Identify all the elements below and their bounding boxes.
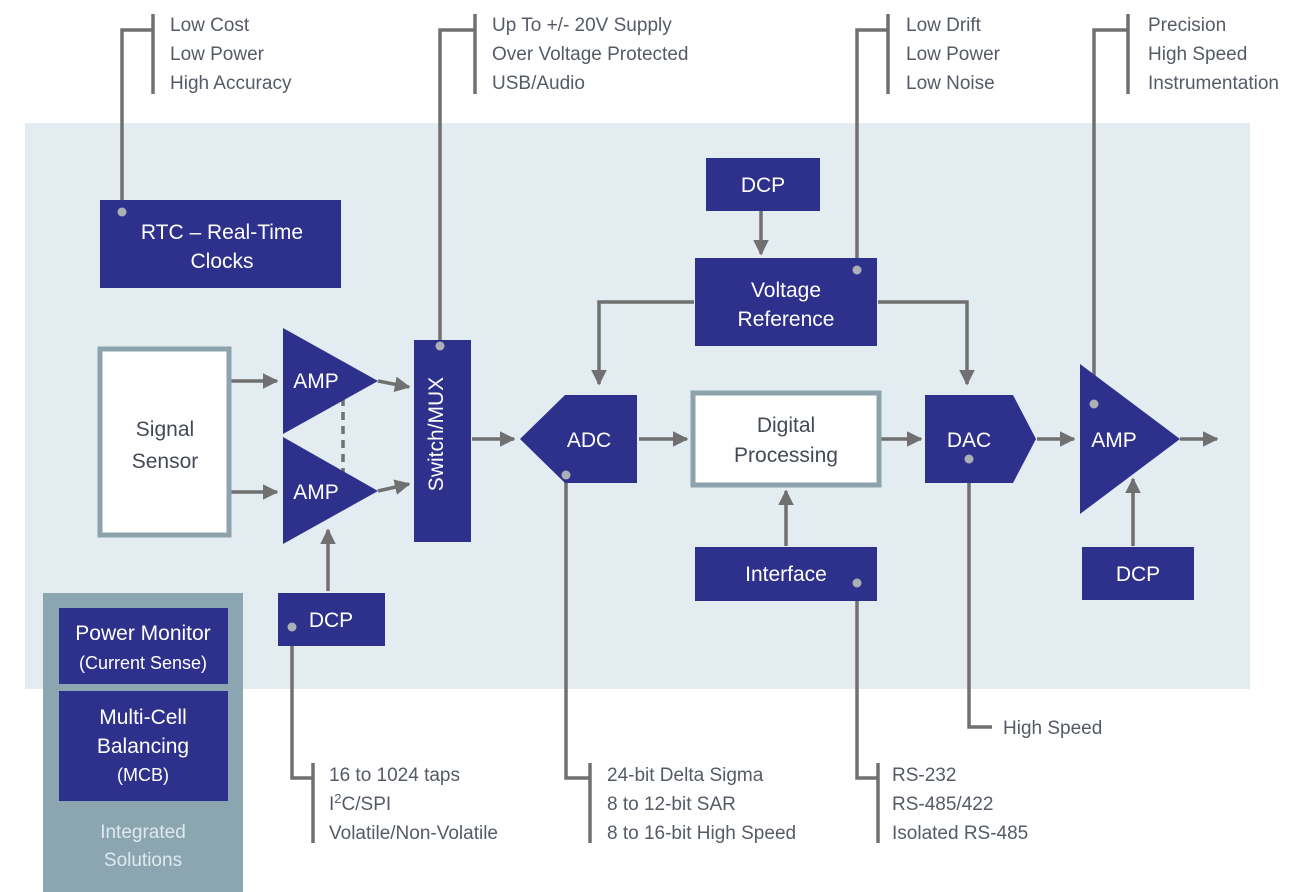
mcb-line2: Balancing (97, 735, 189, 758)
vref-callout-line3: Low Noise (906, 73, 995, 94)
amp-output-block: AMP (1080, 364, 1180, 514)
interface-callout-line3: Isolated RS-485 (892, 823, 1028, 844)
signal-sensor-block: Signal Sensor (97, 346, 232, 538)
digital-processing-block: Digital Processing (690, 390, 882, 488)
dac-callout: High Speed (1003, 718, 1102, 739)
dcp-callout-line2: I2C/SPI (329, 791, 391, 815)
adc-block: ADC (520, 395, 637, 483)
interface-callout: RS-232 RS-485/422 Isolated RS-485 (892, 765, 1028, 844)
dcp-callout-line1: 16 to 1024 taps (329, 765, 460, 786)
dcp-output-label: DCP (1116, 563, 1160, 586)
dac-label: DAC (947, 429, 991, 452)
amp-top-label: AMP (293, 370, 339, 393)
voltage-reference-block: Voltage Reference (695, 258, 877, 346)
switch-mux-label: Switch/MUX (425, 377, 448, 491)
dcp-callout-line3: Volatile/Non-Volatile (329, 823, 498, 844)
dcp-output-block: DCP (1082, 547, 1194, 600)
amp-bottom-block: AMP (283, 437, 378, 544)
amp-bottom-label: AMP (293, 481, 339, 504)
integrated-solutions-title-line2: Solutions (104, 850, 182, 871)
rtc-callout: Low Cost Low Power High Accuracy (170, 15, 292, 94)
digital-processing-line2: Processing (734, 444, 838, 467)
dac-block: DAC (925, 395, 1036, 483)
power-monitor-line2: (Current Sense) (79, 653, 207, 673)
amp-output-label: AMP (1091, 429, 1137, 452)
dcp-amp-block: DCP (278, 593, 385, 646)
adc-callout: 24-bit Delta Sigma 8 to 12-bit SAR 8 to … (607, 765, 796, 844)
power-monitor-line1: Power Monitor (75, 622, 210, 645)
integrated-solutions-title-line1: Integrated (100, 822, 186, 843)
adc-callout-line1: 24-bit Delta Sigma (607, 765, 764, 786)
callout-lines (120, 14, 1130, 843)
signal-sensor-line2: Sensor (132, 450, 199, 473)
interface-callout-line1: RS-232 (892, 765, 956, 786)
amp-output-callout-line3: Instrumentation (1148, 73, 1279, 94)
mcb-block: Multi-Cell Balancing (MCB) (59, 691, 228, 801)
signal-arrows (231, 211, 1219, 591)
amp-output-callout: Precision High Speed Instrumentation (1148, 15, 1279, 94)
rtc-label-line2: Clocks (190, 250, 253, 273)
dcp-top-block: DCP (706, 158, 820, 211)
interface-label: Interface (745, 563, 827, 586)
interface-block: Interface (695, 547, 877, 601)
switch-callout: Up To +/- 20V Supply Over Voltage Protec… (492, 15, 688, 94)
switch-mux-block: Switch/MUX (414, 340, 471, 542)
vref-label-line2: Reference (738, 308, 835, 331)
adc-callout-line2: 8 to 12-bit SAR (607, 794, 736, 815)
rtc-callout-line2: Low Power (170, 44, 265, 65)
connector-dots (117, 207, 1099, 632)
mcb-line1: Multi-Cell (99, 706, 187, 729)
switch-callout-line2: Over Voltage Protected (492, 44, 688, 65)
rtc-callout-line3: High Accuracy (170, 73, 292, 94)
rtc-callout-line1: Low Cost (170, 15, 250, 36)
dcp-amp-label: DCP (309, 609, 353, 632)
vref-callout: Low Drift Low Power Low Noise (906, 15, 1001, 94)
switch-callout-line1: Up To +/- 20V Supply (492, 15, 672, 36)
rtc-block: RTC – Real-Time Clocks (100, 200, 341, 288)
adc-label: ADC (567, 429, 611, 452)
amp-output-callout-line2: High Speed (1148, 44, 1247, 65)
vref-label-line1: Voltage (751, 279, 821, 302)
vref-callout-line1: Low Drift (906, 15, 982, 36)
digital-processing-line1: Digital (757, 414, 815, 437)
dcp-top-label: DCP (741, 174, 785, 197)
interface-callout-line2: RS-485/422 (892, 794, 993, 815)
power-monitor-block: Power Monitor (Current Sense) (59, 608, 228, 684)
adc-callout-line3: 8 to 16-bit High Speed (607, 823, 796, 844)
vref-callout-line2: Low Power (906, 44, 1001, 65)
signal-sensor-line1: Signal (136, 418, 194, 441)
mcb-line3: (MCB) (117, 765, 169, 785)
switch-callout-line3: USB/Audio (492, 73, 585, 94)
amp-output-callout-line1: Precision (1148, 15, 1226, 36)
amp-top-block: AMP (283, 328, 378, 434)
rtc-label-line1: RTC – Real-Time (141, 221, 303, 244)
dcp-callout: 16 to 1024 taps I2C/SPI Volatile/Non-Vol… (329, 765, 498, 844)
